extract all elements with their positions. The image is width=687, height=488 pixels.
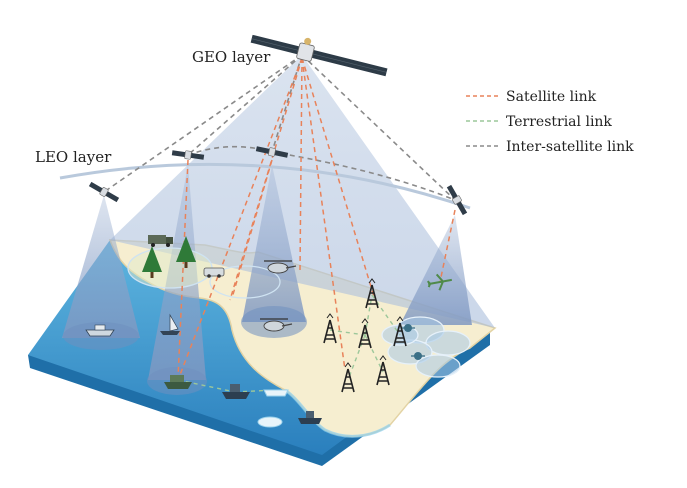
ship-icon [222,384,250,399]
helicopter-icon [264,260,297,274]
leo-layer-label: LEO layer [35,148,112,166]
boat-icon [257,416,283,428]
airplane-icon [426,273,452,291]
drone-icon [401,324,415,332]
ship-icon [263,389,289,397]
legend-label: Satellite link [506,89,597,105]
leo-cone-1 [62,195,140,338]
helicopter-icon [260,318,293,332]
legend-item-satellite-link: Satellite link [466,89,597,105]
land-cell-mid [209,265,281,299]
truck-icon [148,235,173,247]
tree-icon [142,246,162,278]
boat-icon [85,324,115,337]
leo-cone-3 [242,165,306,322]
geo-layer-label: GEO layer [192,48,271,66]
ship-icon [298,411,322,424]
leo-orbit [59,162,471,210]
legend-item-inter-satellite-link: Inter-satellite link [466,139,634,155]
tree-icon [176,236,196,268]
cell-cluster [381,316,471,378]
boat-icon [160,313,180,335]
leo-cone-4 [400,215,472,325]
legend-label: Terrestrial link [506,114,612,130]
satellite-links [177,57,456,381]
land-cell-left [127,247,213,289]
legend: Satellite link Terrestrial link Inter-sa… [466,89,634,155]
legend-item-terrestrial-link: Terrestrial link [466,114,612,130]
ship-icon [164,375,192,389]
geo-satellite-icon [250,34,388,77]
drone-icon [411,352,425,360]
car-icon [203,267,225,278]
legend-label: Inter-satellite link [506,139,634,155]
ground-platform [28,239,497,466]
shore-highlight [284,388,391,438]
